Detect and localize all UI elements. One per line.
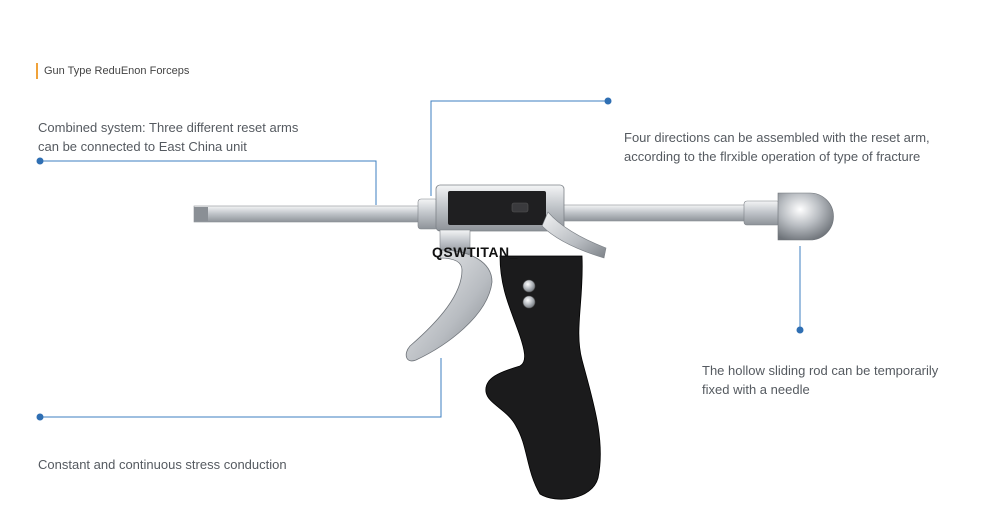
rod-tip [194, 207, 208, 221]
callout-text-line: fixed with a needle [702, 382, 810, 397]
grip-screw-1 [522, 279, 536, 293]
callout-dot-hollow-rod [796, 326, 804, 334]
callout-line-combined [40, 160, 377, 205]
callout-four-directions: Four directions can be assembled with th… [624, 128, 930, 166]
callout-text-line: The hollow sliding rod can be temporaril… [702, 363, 939, 378]
callout-stress-conduction: Constant and continuous stress conductio… [38, 455, 287, 474]
callout-text-line: Constant and continuous stress conductio… [38, 457, 287, 472]
head-window [448, 191, 546, 225]
callout-dot-four-directions [604, 97, 612, 105]
callout-line-stress [40, 358, 442, 418]
callout-combined-system: Combined system: Three different reset a… [38, 118, 298, 156]
trigger [405, 249, 493, 362]
rod-collar [417, 198, 439, 230]
head-slot [511, 202, 529, 213]
callout-text-line: Combined system: Three different reset a… [38, 120, 299, 135]
rod-end-sleeve [743, 200, 781, 226]
callout-text-line: Four directions can be assembled with th… [624, 130, 930, 145]
sliding-rod-right [559, 204, 751, 222]
callout-dot-combined [36, 157, 44, 165]
grip-screw-2 [522, 295, 536, 309]
callout-dot-stress [36, 413, 44, 421]
callout-text-line: according to the flrxible operation of t… [624, 149, 921, 164]
release-lever [541, 211, 607, 259]
watermark: QSWTITAN_ [432, 244, 518, 260]
callout-line-four-directions [430, 100, 608, 196]
sliding-rod-left [193, 205, 423, 223]
forceps-illustration [193, 184, 834, 500]
callout-text-line: can be connected to East China unit [38, 139, 247, 154]
callout-hollow-rod: The hollow sliding rod can be temporaril… [702, 361, 938, 399]
pistol-grip [485, 255, 601, 500]
page-title: Gun Type ReduEnon Forceps [36, 63, 189, 79]
ball-knob [777, 192, 834, 241]
